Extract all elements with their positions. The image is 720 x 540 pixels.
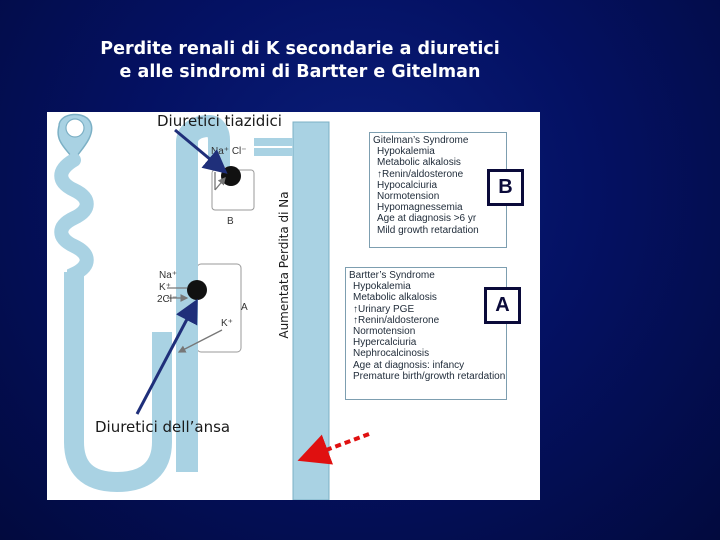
glomerulus-cup [57,113,93,163]
title-line-1: Perdite renali di K secondarie a diureti… [100,39,500,59]
perdita-na-label: Aumentata Perdita di Na [277,191,291,339]
k-secretion-line-1: Aumentata [372,412,461,431]
bartter-item: Metabolic alkalosis [353,292,437,304]
gitelman-item: ↑Renin/aldosterone [377,168,464,180]
bartter-item: Nephrocalcinosis [353,348,430,360]
tal-ion-cl: 2Cl⁻ [157,294,177,305]
nkcc2-cotransporter [187,280,207,300]
ansa-label: Diuretici dell’ansa [95,418,231,436]
tal-ion-k: K⁺ [159,282,171,293]
bartter-item: Hypercalciuria [353,337,417,349]
nephron-diagram: Na⁺ Cl⁻ B Na⁺ K⁺ 2Cl⁻ A K⁺ [54,113,370,501]
k-secretion-red-arrow [297,432,370,465]
bartter-item: ↑Urinary PGE [353,303,415,315]
gitelman-item: Normotension [377,191,440,203]
title-line-2: e alle sindromi di Bartter e Gitelman [119,62,481,82]
bartter-box: Bartter’s Syndrome Hypokalemia Metabolic… [345,267,507,400]
dct-ions-label: Na⁺ Cl⁻ [211,146,247,157]
tiazidici-label: Diuretici tiazidici [157,112,282,130]
collecting-duct [292,121,330,501]
slide-title: Perdite renali di K secondarie a diureti… [0,38,600,84]
k-secretion-line-2: secrezione di K [372,432,493,451]
bartter-item: Normotension [353,326,416,338]
connecting-tubule [254,138,293,156]
k-secretion-arrow [177,329,223,353]
bartter-item: Age at diagnosis: infancy [353,359,465,371]
proximal-tubule [54,153,94,449]
tal-ion-arrows [167,287,187,298]
nacl-cotransporter [221,166,241,186]
k-secretion-label: K⁺ [221,318,233,329]
dct-ion-arrow [214,172,225,191]
diagram-panel: Na⁺ Cl⁻ B Na⁺ K⁺ 2Cl⁻ A K⁺ Diuretici tia… [47,112,540,501]
gitelman-item: Hypokalemia [377,146,435,158]
k-secretion-caption: Aumentata secrezione di K [372,412,493,452]
gitelman-item: Hypocalciuria [377,179,438,191]
dct-tag-label: B [227,216,234,227]
bartter-item: ↑Renin/aldosterone [353,314,440,326]
tal-ion-na: Na⁺ [159,270,177,281]
gitelman-heading: Gitelman’s Syndrome [373,135,469,146]
gitelman-box: Gitelman’s Syndrome Hypokalemia Metaboli… [369,132,507,248]
tal-tag-label: A [241,302,248,313]
gitelman-item: Metabolic alkalosis [377,157,461,169]
bartter-heading: Bartter’s Syndrome [349,270,435,281]
bartter-item: Hypokalemia [353,281,411,293]
ansa-arrow [135,298,198,415]
tiazidici-arrow [174,128,228,174]
bartter-item: Premature birth/growth retardation [353,370,506,382]
loop-of-henle [64,272,172,493]
gitelman-item: Age at diagnosis >6 yr [377,213,477,225]
gitelman-item: Mild growth retardation [377,224,479,236]
gitelman-badge: B [487,169,524,206]
bartter-badge: A [484,287,521,324]
gitelman-item: Hypomagnessemia [377,202,463,214]
